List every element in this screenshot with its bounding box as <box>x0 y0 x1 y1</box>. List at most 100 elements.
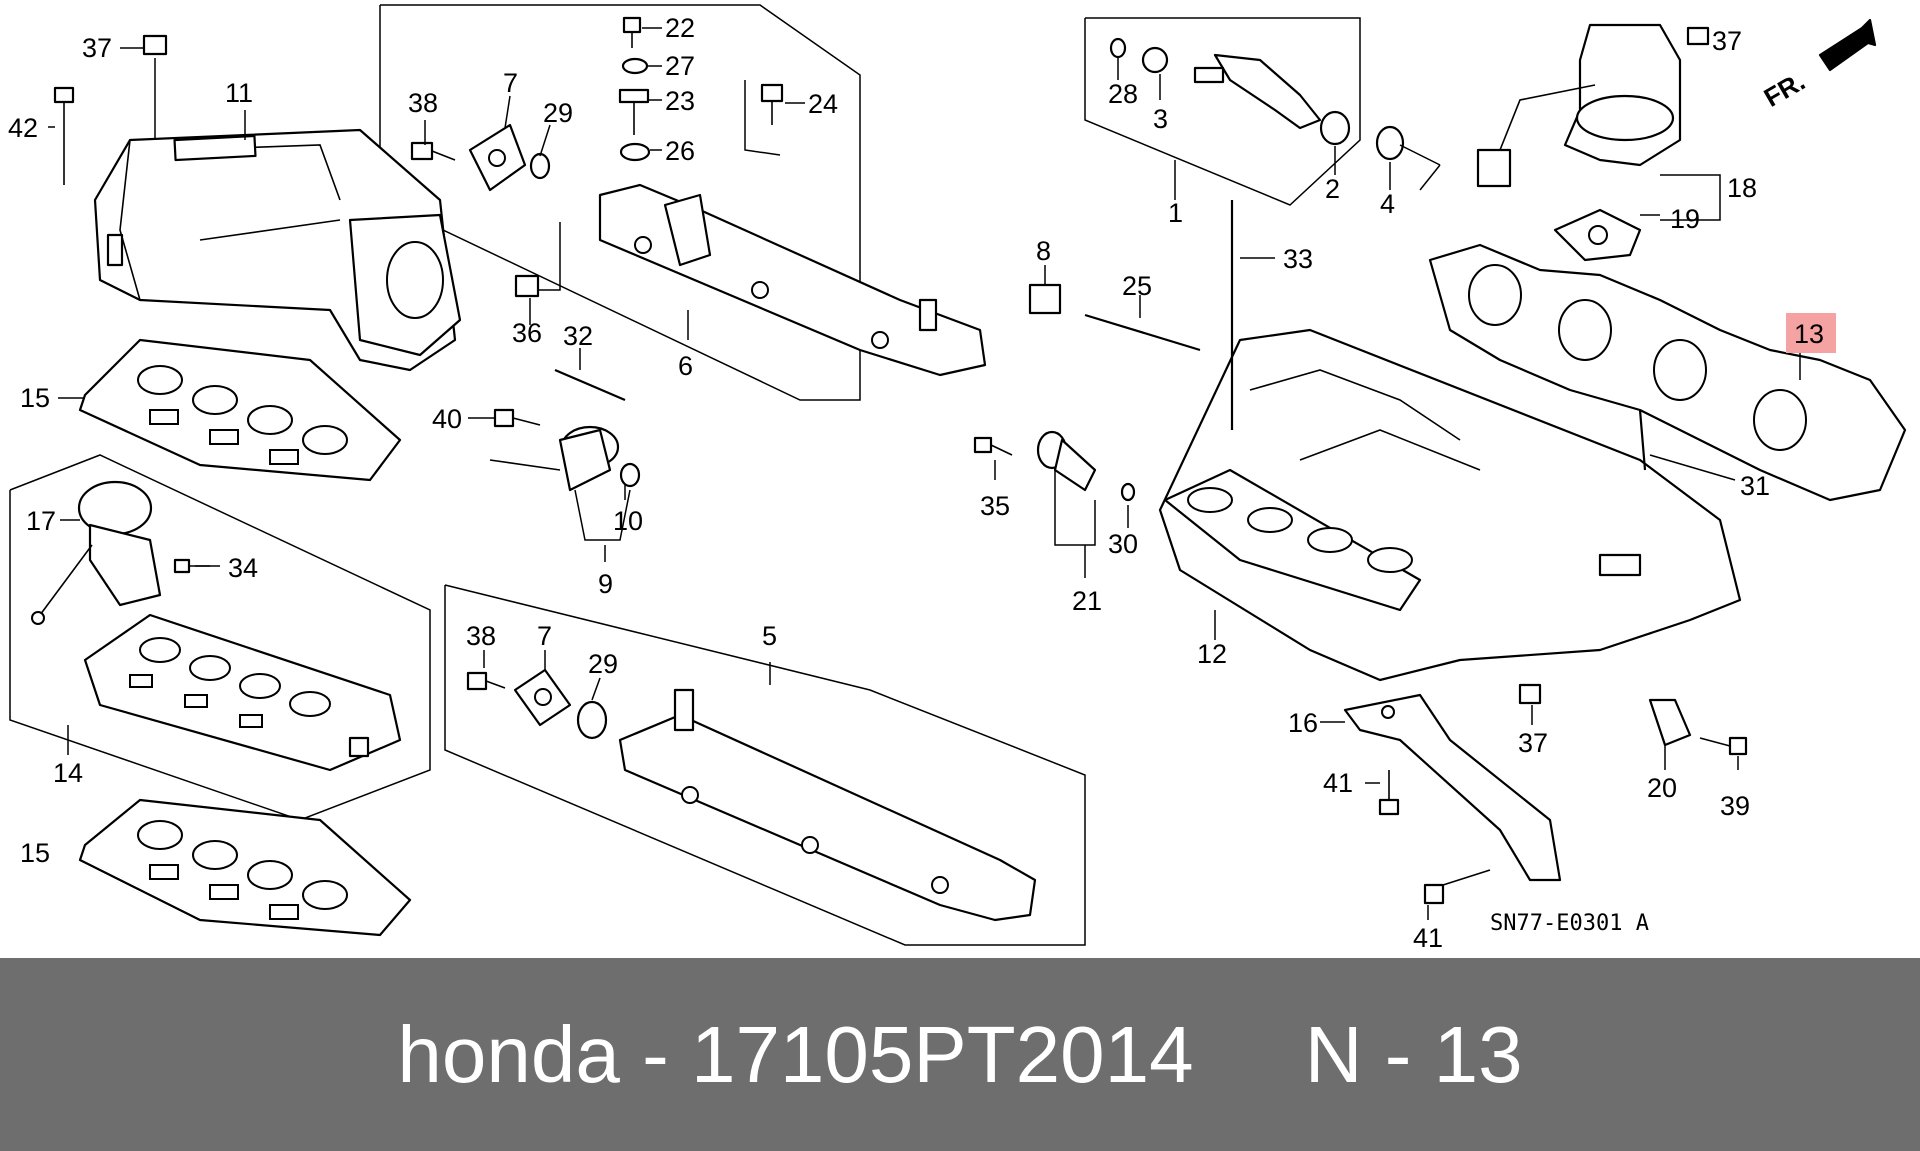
bolt-40 <box>493 408 541 428</box>
callout-29-a: 29 <box>543 98 573 128</box>
bracket-20 <box>1648 698 1692 747</box>
callout-35: 35 <box>980 491 1010 521</box>
parts-diagram-svg: FR. <box>8 4 1907 953</box>
intake-runner-14 <box>83 613 402 772</box>
gasket-15-upper <box>78 338 402 482</box>
fuel-rail-5 <box>618 688 1037 922</box>
callout-41-b: 41 <box>1413 923 1443 953</box>
callout-7-b: 7 <box>537 621 552 651</box>
o-ring-10 <box>619 462 641 488</box>
callout-11: 11 <box>225 78 253 108</box>
callout-21: 21 <box>1072 586 1102 616</box>
parts-diagram: FR. <box>8 4 1907 953</box>
callout-9: 9 <box>598 569 613 599</box>
seal-ring-4 <box>1375 125 1441 191</box>
callout-37-a: 37 <box>82 33 112 63</box>
upper-intake-manifold <box>93 128 462 372</box>
nut-37-egr <box>1686 26 1710 46</box>
lower-intake-manifold <box>1158 328 1742 682</box>
callout-22: 22 <box>665 13 695 43</box>
callout-41-a: 41 <box>1323 768 1353 798</box>
o-ring-29-upper <box>529 152 551 180</box>
callout-33: 33 <box>1283 244 1313 274</box>
group-frame-lower-left <box>9 454 431 821</box>
callout-labels: 37 42 11 38 7 29 22 27 23 26 24 36 32 6 … <box>8 13 1824 953</box>
bolt-41-upper <box>1378 770 1400 816</box>
part-number-banner: honda - 17105PT2014 N - 13 <box>0 958 1920 1151</box>
callout-37-b: 37 <box>1712 26 1742 56</box>
group-frame-injector <box>1084 17 1361 206</box>
callout-3: 3 <box>1153 104 1168 134</box>
callout-5: 5 <box>762 621 777 651</box>
o-ring-29-lower <box>576 700 608 740</box>
pressure-regulator-9 <box>489 425 620 492</box>
stud-31 <box>1638 409 1647 471</box>
collar-8 <box>1028 283 1062 315</box>
callout-27: 27 <box>665 51 695 81</box>
bolt-24 <box>760 83 784 125</box>
egr-gasket-19 <box>1553 208 1642 262</box>
callout-15-a: 15 <box>20 383 50 413</box>
washer-26 <box>619 142 651 162</box>
callout-40: 40 <box>432 404 462 434</box>
callout-24: 24 <box>808 89 838 119</box>
leader-lines <box>48 27 1801 920</box>
actuator-17 <box>31 480 162 625</box>
callout-26: 26 <box>665 136 695 166</box>
direction-label: FR. <box>1759 66 1810 113</box>
o-ring-30 <box>1120 482 1136 502</box>
callout-38-a: 38 <box>408 88 438 118</box>
callout-31: 31 <box>1740 471 1770 501</box>
fuel-rail-6 <box>598 183 987 377</box>
washer-27 <box>621 57 649 75</box>
callout-25: 25 <box>1122 271 1152 301</box>
o-ring-2 <box>1319 110 1351 146</box>
manifold-gasket-13 <box>1428 243 1907 502</box>
callout-39: 39 <box>1720 791 1750 821</box>
seal-plate-7-lower <box>513 668 572 727</box>
callout-23: 23 <box>665 86 695 116</box>
callout-14: 14 <box>53 758 83 788</box>
sensor-21 <box>1036 430 1097 492</box>
callout-29-b: 29 <box>588 649 618 679</box>
egr-valve-18 <box>1476 23 1682 188</box>
callout-15-b: 15 <box>20 838 50 868</box>
bolt-42 <box>53 86 75 185</box>
callout-17: 17 <box>26 506 56 536</box>
callout-4: 4 <box>1380 189 1395 219</box>
seal-plate-7-upper <box>468 123 527 192</box>
stud-32 <box>554 368 626 402</box>
part-number-text: honda - 17105PT2014 N - 13 <box>397 1009 1523 1099</box>
callout-13: 13 <box>1794 319 1824 349</box>
callout-37-c: 37 <box>1518 728 1548 758</box>
callout-12: 12 <box>1197 639 1227 669</box>
nut-37-lower <box>1518 683 1542 705</box>
nut-36 <box>514 274 540 298</box>
callout-28: 28 <box>1108 79 1138 109</box>
callout-42: 42 <box>8 113 38 143</box>
bolt-39 <box>1699 736 1748 756</box>
bolt-41-lower <box>1423 869 1491 905</box>
bolt-22 <box>622 16 642 48</box>
drawing-code: SN77-E0301 A <box>1490 911 1649 936</box>
callout-8: 8 <box>1036 236 1051 266</box>
callout-16: 16 <box>1288 708 1318 738</box>
bolt-35 <box>973 436 1013 456</box>
callout-6: 6 <box>678 351 693 381</box>
callout-38-b: 38 <box>466 621 496 651</box>
highlight-box <box>1786 313 1836 353</box>
stud-25 <box>1084 313 1201 352</box>
bolt-23 <box>618 88 650 135</box>
group-frame-lower-center <box>444 584 1086 946</box>
callout-18: 18 <box>1727 173 1757 203</box>
callout-36: 36 <box>512 318 542 348</box>
callout-2: 2 <box>1325 174 1340 204</box>
bolt-38-lower <box>466 671 506 691</box>
callout-20: 20 <box>1647 773 1677 803</box>
direction-arrow-icon: FR. <box>1759 18 1877 113</box>
callout-30: 30 <box>1108 529 1138 559</box>
bolt-38-upper <box>410 141 456 161</box>
callout-32: 32 <box>563 321 593 351</box>
callout-10: 10 <box>613 506 643 536</box>
nut-37-left <box>142 34 168 56</box>
